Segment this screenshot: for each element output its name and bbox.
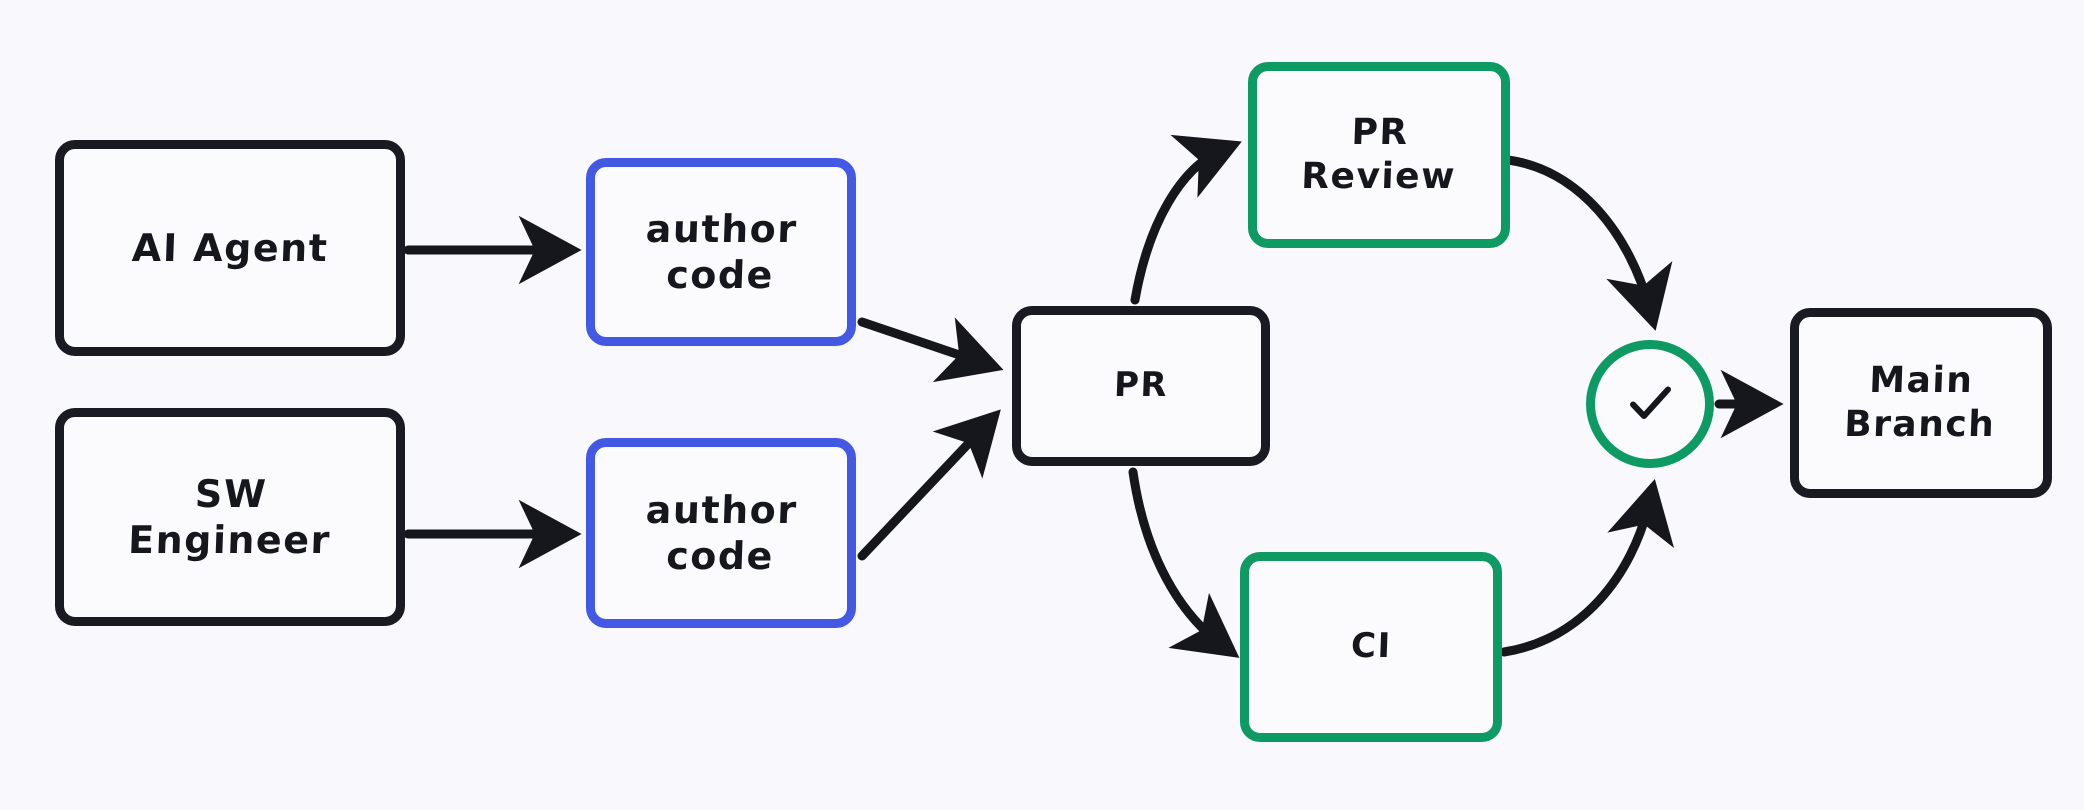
edge-ci-to-merge-check xyxy=(1499,478,1674,657)
edge-pr-to-pr-review xyxy=(1130,134,1242,305)
node-pr-review-label: PR Review xyxy=(1300,112,1457,197)
node-author-code-bottom[interactable]: author code xyxy=(586,438,856,628)
node-sw-engineer[interactable]: SW Engineer xyxy=(55,408,405,626)
check-icon xyxy=(1619,373,1681,435)
node-ci-label: CI xyxy=(1350,626,1393,667)
node-sw-engineer-label: SW Engineer xyxy=(127,471,332,562)
node-pr[interactable]: PR xyxy=(1012,306,1270,466)
edge-author-code-top-to-pr xyxy=(857,317,1004,383)
node-main-branch-label: Main Branch xyxy=(1843,360,1997,445)
node-author-code-top[interactable]: author code xyxy=(586,158,856,346)
node-ai-agent[interactable]: AI Agent xyxy=(55,140,405,356)
node-pr-label: PR xyxy=(1113,365,1169,406)
node-ci[interactable]: CI xyxy=(1240,552,1502,742)
node-ai-agent-label: AI Agent xyxy=(131,225,329,270)
node-author-code-bottom-label: author code xyxy=(645,487,799,578)
edge-author-code-bottom-to-pr xyxy=(857,409,1001,561)
node-author-code-top-label: author code xyxy=(645,206,799,297)
node-main-branch[interactable]: Main Branch xyxy=(1790,308,2052,498)
edge-pr-review-to-merge-check xyxy=(1503,155,1673,331)
edge-pr-to-ci xyxy=(1128,467,1240,658)
node-pr-review[interactable]: PR Review xyxy=(1248,62,1510,248)
merge-check-gate[interactable] xyxy=(1586,340,1714,468)
